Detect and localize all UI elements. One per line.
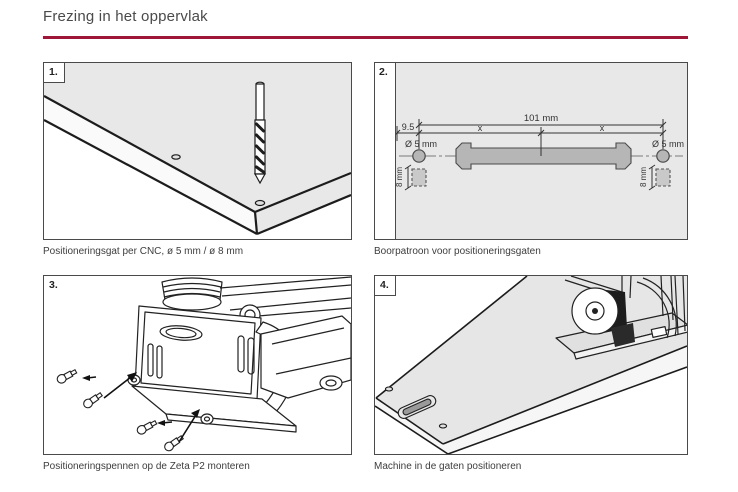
dim-offset: 9.5 xyxy=(402,122,415,132)
step-number-2: 2. xyxy=(379,66,388,78)
figure-panel-2: 2. xyxy=(374,62,688,240)
arrow-icon xyxy=(82,372,200,443)
machine-on-board-illustration xyxy=(375,276,687,454)
depth-label-right: 8 mm xyxy=(639,167,648,187)
depth-label-left: 8 mm xyxy=(395,167,404,187)
board-front-face xyxy=(44,96,351,239)
title-rule xyxy=(43,36,688,39)
figure-panel-4: 4. xyxy=(374,275,688,455)
step-number-strip: 2. xyxy=(375,63,396,239)
step-number-4: 4. xyxy=(375,276,396,296)
machine-on-board xyxy=(555,276,687,360)
positioning-hole xyxy=(384,386,394,392)
page-title: Frezing in het oppervlak xyxy=(43,8,208,25)
drill-bit-icon xyxy=(253,81,267,185)
figure-panel-3: 3. xyxy=(43,275,352,455)
board-front-face xyxy=(443,346,687,454)
depth-square-left xyxy=(411,168,427,187)
positioning-hole xyxy=(254,199,266,207)
step-number-1: 1. xyxy=(44,63,65,83)
hole-left xyxy=(412,149,426,163)
figure-caption-1: Positioneringsgat per CNC, ø 5 mm / ø 8 … xyxy=(43,246,244,257)
figure-panel-1: 1. xyxy=(43,62,352,240)
dim-x-right: x xyxy=(600,123,605,133)
hole-right xyxy=(656,149,670,163)
zeta-p2-machine xyxy=(127,276,351,433)
depth-square-right xyxy=(655,168,671,187)
drill-pattern-diagram: 101 mm 9.5 x x Ø 5 mm Ø 5 mm 8 mm 8 mm xyxy=(393,63,687,239)
positioning-hole xyxy=(438,423,448,429)
board-left-face xyxy=(375,398,448,454)
positioning-hole xyxy=(171,154,181,160)
dia-label-left: Ø 5 mm xyxy=(405,139,437,149)
dim-x-left: x xyxy=(478,123,483,133)
zeta-p2-machine-illustration xyxy=(56,276,351,452)
step-number-3: 3. xyxy=(49,279,58,291)
groove-profile xyxy=(455,142,632,170)
pin-mount-hole xyxy=(200,413,214,425)
figure-caption-2: Boorpatroon voor positioneringsgaten xyxy=(374,246,541,257)
board-drill-illustration xyxy=(44,63,351,239)
figure-caption-4: Machine in de gaten positioneren xyxy=(374,461,522,472)
groove-slot xyxy=(397,395,437,419)
dim-total: 101 mm xyxy=(524,113,558,124)
positioning-pins xyxy=(56,368,184,452)
figure-caption-3: Positioneringspennen op de Zeta P2 monte… xyxy=(43,461,250,472)
dia-label-right: Ø 5 mm xyxy=(652,139,684,149)
